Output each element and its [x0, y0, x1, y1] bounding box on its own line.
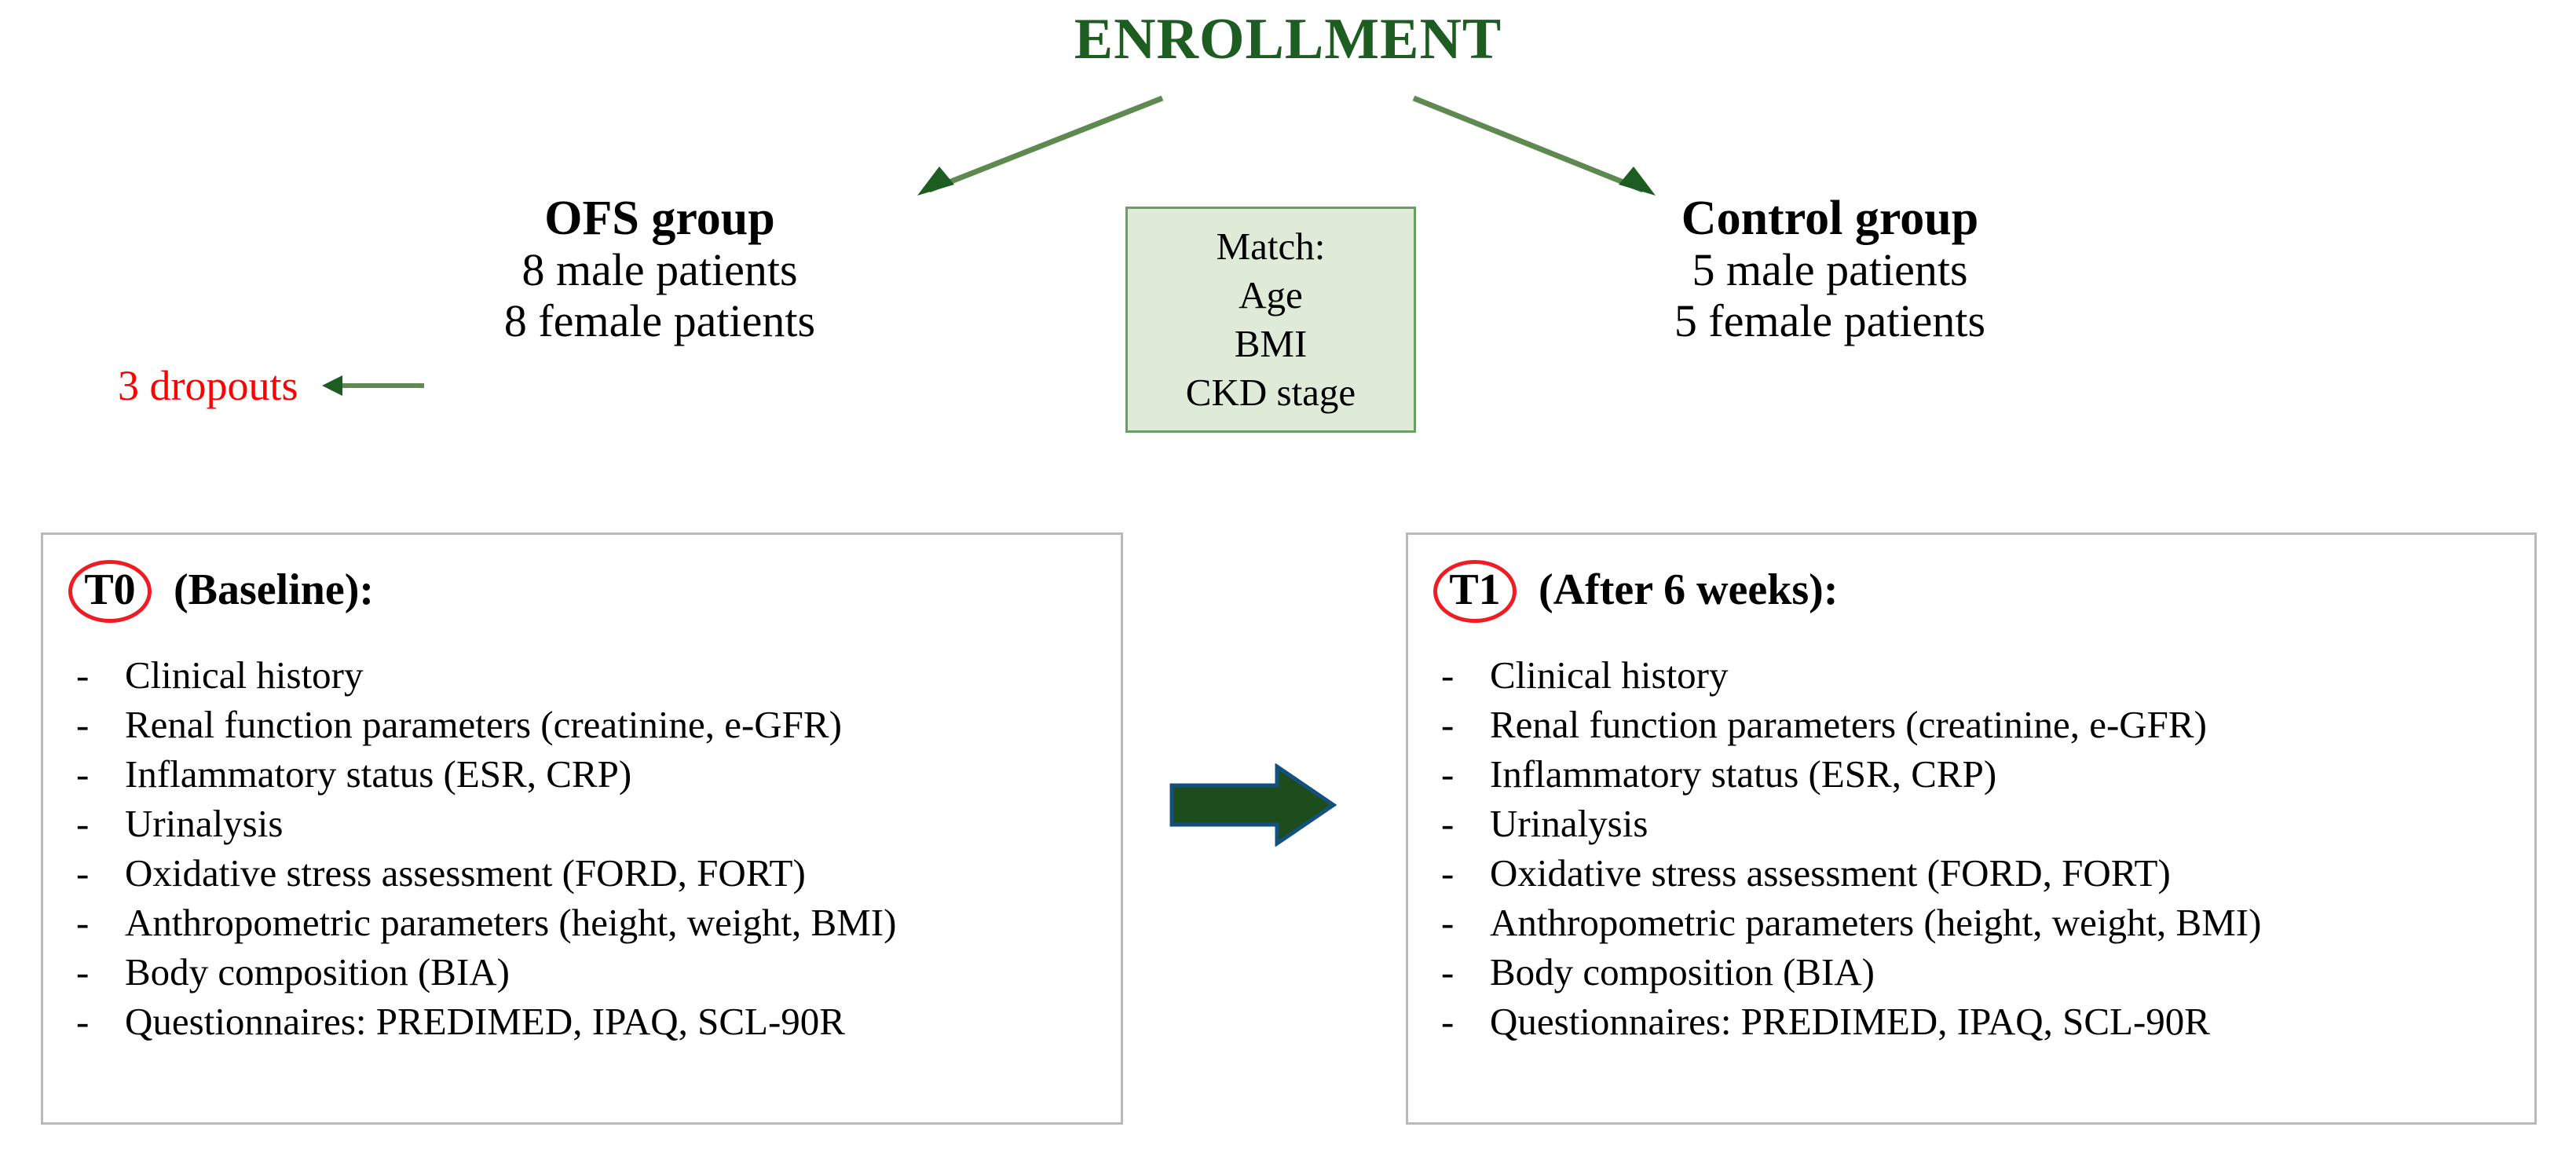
ofs-group-block: OFS group 8 male patients 8 female patie…: [361, 192, 958, 347]
ofs-group-line-male: 8 male patients: [521, 243, 798, 295]
timepoint-t0-assessment-list: - Clinical history - Renal function para…: [76, 651, 1105, 1047]
match-label: Match:: [1216, 225, 1326, 269]
list-item: - Clinical history: [1441, 651, 2519, 701]
timepoint-t1-header: T1 (After 6 weeks):: [1432, 557, 1838, 623]
page-title: ENROLLMENT: [1074, 7, 1502, 71]
list-item: - Anthropometric parameters (height, wei…: [76, 898, 1105, 948]
timepoint-t0-code-badge: T0: [67, 557, 153, 623]
hyphen-bullet-icon: -: [76, 702, 90, 746]
list-item: - Clinical history: [76, 651, 1105, 701]
red-circle-icon: [1433, 560, 1517, 623]
timepoint-t0-title: (Baseline):: [174, 565, 375, 614]
dropouts-annotation: 3 dropouts: [118, 361, 426, 410]
list-item: - Body composition (BIA): [1441, 948, 2519, 997]
hyphen-bullet-icon: -: [76, 752, 90, 796]
dropouts-label: 3 dropouts: [118, 362, 298, 409]
control-group-line-female: 5 female patients: [1674, 295, 1986, 346]
timepoint-box-t0: T0 (Baseline): - Clinical history - Rena…: [41, 532, 1123, 1125]
control-group-block: Control group 5 male patients 5 female p…: [1531, 192, 2128, 347]
list-item: - Body composition (BIA): [76, 948, 1105, 997]
timepoint-t1-code: T1: [1449, 565, 1501, 614]
hyphen-bullet-icon: -: [76, 653, 90, 697]
match-criterion-ckd-stage: CKD stage: [1185, 370, 1356, 414]
ofs-group-title: OFS group: [544, 192, 775, 245]
enrollment-branch-arrows: [917, 95, 1656, 196]
branch-arrow-right-icon: [1412, 95, 1656, 196]
ofs-group-line-female: 8 female patients: [503, 295, 816, 346]
hyphen-bullet-icon: -: [1441, 900, 1454, 944]
control-group-title: Control group: [1681, 192, 1979, 245]
hyphen-bullet-icon: -: [1441, 752, 1454, 796]
hyphen-bullet-icon: -: [76, 999, 90, 1043]
timepoint-t0-header: T0 (Baseline):: [67, 557, 374, 623]
list-item: - Renal function parameters (creatinine,…: [76, 701, 1105, 750]
hyphen-bullet-icon: -: [1441, 801, 1454, 845]
timepoint-box-t1: T1 (After 6 weeks): - Clinical history -…: [1406, 532, 2537, 1125]
list-item: - Oxidative stress assessment (FORD, FOR…: [76, 849, 1105, 898]
list-item: - Renal function parameters (creatinine,…: [1441, 701, 2519, 750]
list-item: - Inflammatory status (ESR, CRP): [76, 750, 1105, 800]
dropouts-arrow-icon: [321, 375, 424, 396]
timepoint-t0-code: T0: [84, 565, 136, 614]
hyphen-bullet-icon: -: [1441, 702, 1454, 746]
match-criterion-age: Age: [1239, 273, 1303, 317]
timepoint-t1-title: (After 6 weeks):: [1539, 565, 1839, 614]
hyphen-bullet-icon: -: [1441, 851, 1454, 895]
list-item: - Urinalysis: [1441, 800, 2519, 849]
control-group-line-male: 5 male patients: [1692, 243, 1968, 295]
match-criterion-bmi: BMI: [1234, 322, 1308, 365]
t0-to-t1-arrow-icon: [1169, 763, 1337, 847]
hyphen-bullet-icon: -: [76, 900, 90, 944]
list-item: - Questionnaires: PREDIMED, IPAQ, SCL-90…: [1441, 997, 2519, 1047]
list-item: - Anthropometric parameters (height, wei…: [1441, 898, 2519, 948]
list-item: - Oxidative stress assessment (FORD, FOR…: [1441, 849, 2519, 898]
red-circle-icon: [68, 560, 152, 623]
timepoint-t1-code-badge: T1: [1432, 557, 1518, 623]
hyphen-bullet-icon: -: [1441, 653, 1454, 697]
branch-arrow-left-icon: [917, 95, 1164, 196]
hyphen-bullet-icon: -: [1441, 999, 1454, 1043]
hyphen-bullet-icon: -: [1441, 950, 1454, 993]
hyphen-bullet-icon: -: [76, 851, 90, 895]
list-item: - Urinalysis: [76, 800, 1105, 849]
list-item: - Questionnaires: PREDIMED, IPAQ, SCL-90…: [76, 997, 1105, 1047]
hyphen-bullet-icon: -: [76, 950, 90, 993]
hyphen-bullet-icon: -: [76, 801, 90, 845]
match-criteria-box: Match: Age BMI CKD stage: [1125, 207, 1416, 433]
timepoint-t1-assessment-list: - Clinical history - Renal function para…: [1441, 651, 2519, 1047]
list-item: - Inflammatory status (ESR, CRP): [1441, 750, 2519, 800]
